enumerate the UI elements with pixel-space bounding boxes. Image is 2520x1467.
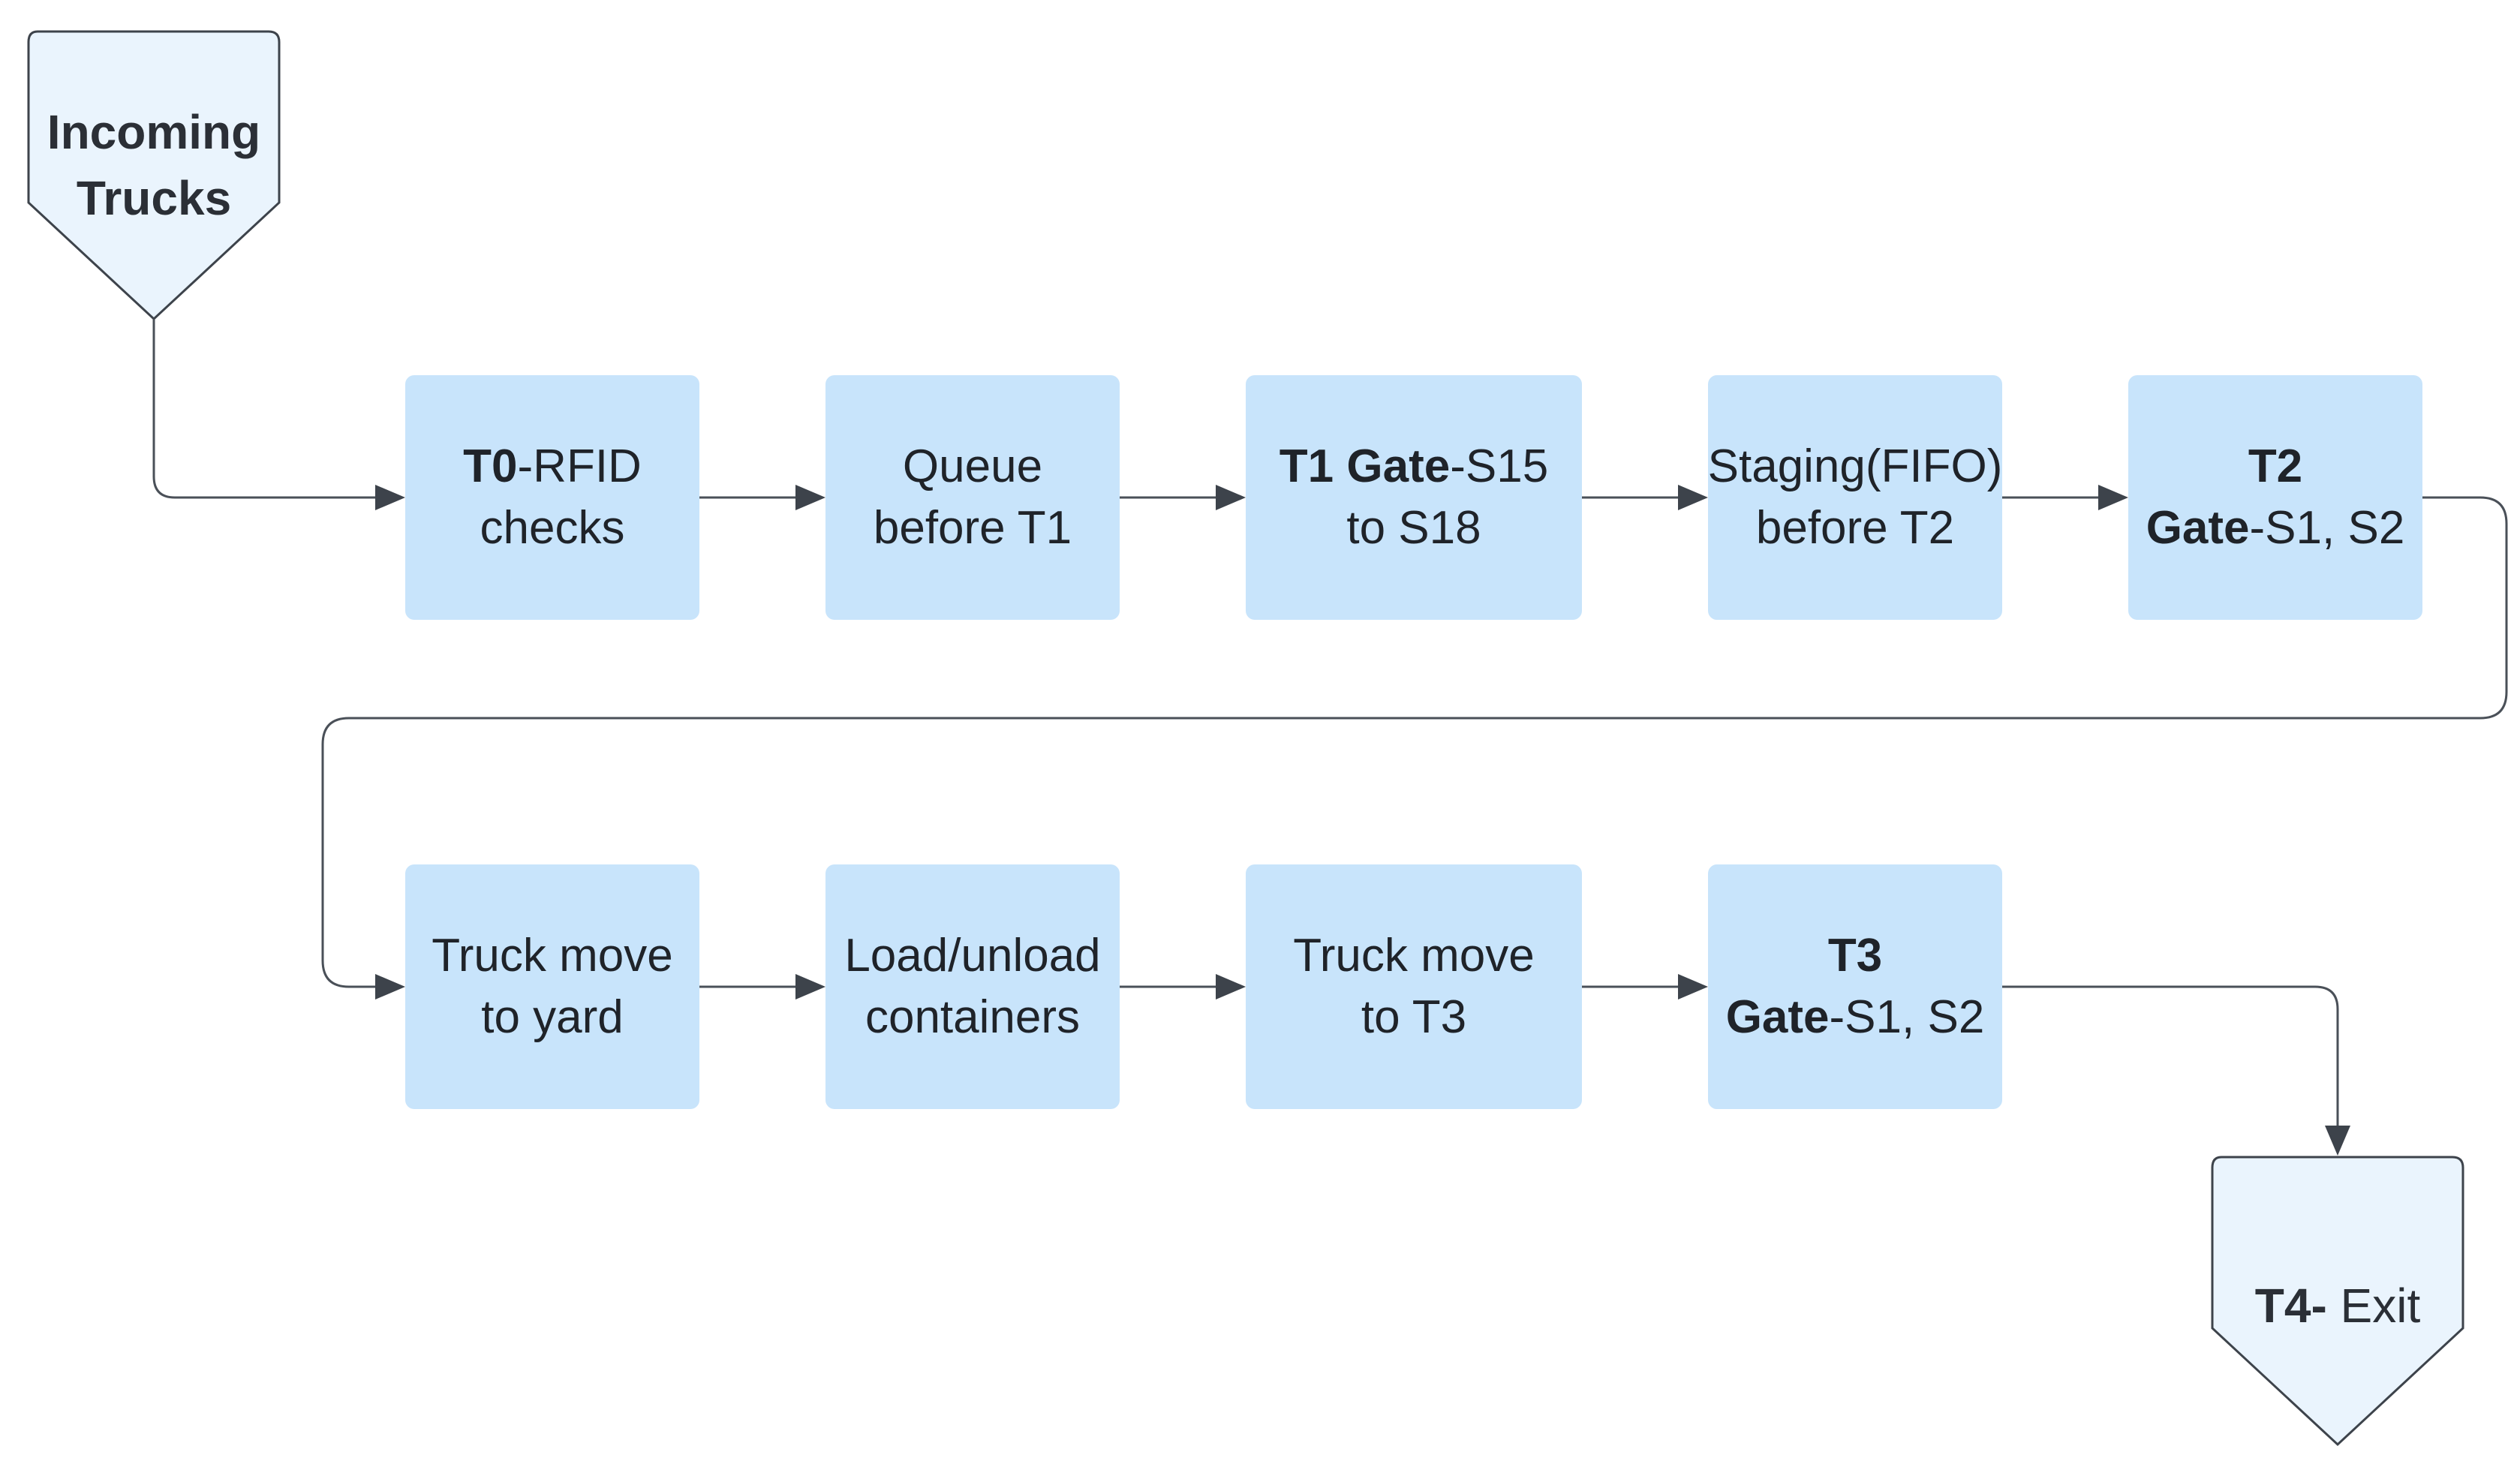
arrowhead [2325, 1126, 2350, 1156]
process-box-t3-gate: T3 Gate-S1, S2 [1708, 864, 2002, 1109]
arrowhead [795, 485, 825, 510]
box-text: -S1, S2 [2249, 502, 2405, 554]
box-bold-text: T3 [1827, 930, 1883, 982]
end-node-label: T4- Exit [2212, 1216, 2463, 1396]
start-node-label: Incoming Trucks [29, 75, 279, 255]
process-box-truck-move-to-yard: Truck move to yard [405, 864, 699, 1109]
connector-wrap-row1-to-row2 [321, 496, 2508, 988]
box-text: to yard [481, 991, 624, 1043]
arrowhead [2098, 485, 2128, 510]
box-bold-text: T1 Gate [1279, 440, 1451, 492]
box-text: to T3 [1361, 991, 1467, 1043]
end-node-text: Exit [2326, 1279, 2421, 1333]
box-text: checks [480, 502, 625, 554]
process-box-t1-gate: T1 Gate-S15 to S18 [1246, 375, 1582, 620]
arrowhead [1678, 485, 1708, 510]
start-terminal-shape [27, 30, 281, 321]
start-node-line1: Incoming [47, 105, 261, 159]
box-text: before T2 [1755, 502, 1955, 554]
connector-start-to-t0 [152, 319, 390, 499]
box-text: Truck move [1293, 930, 1535, 982]
box-text: before T1 [873, 502, 1072, 554]
box-bold-text: Gate [1725, 991, 1830, 1043]
process-box-staging-fifo: Staging(FIFO) before T2 [1708, 375, 2002, 620]
box-text: Staging(FIFO) [1707, 440, 2003, 492]
box-bold-text: T2 [2248, 440, 2303, 492]
arrowhead [1216, 485, 1246, 510]
process-box-t2-gate: T2 Gate-S1, S2 [2128, 375, 2422, 620]
box-bold-text: Gate [2146, 502, 2250, 554]
start-node-line2: Trucks [76, 171, 232, 225]
box-text: Queue [902, 440, 1043, 492]
box-text: to S18 [1346, 502, 1481, 554]
box-text: Truck move [432, 930, 673, 982]
end-terminal-shape [2211, 1156, 2464, 1447]
box-text: containers [865, 991, 1081, 1043]
arrowhead [375, 974, 405, 1000]
arrowhead [1216, 974, 1246, 1000]
arrowhead [795, 974, 825, 1000]
box-text: -S15 [1450, 440, 1549, 492]
process-box-queue-before-t1: Queue before T1 [825, 375, 1120, 620]
box-text: Load/unload [844, 930, 1101, 982]
process-box-load-unload: Load/unload containers [825, 864, 1120, 1109]
connector-t3-to-exit [2002, 985, 2339, 1126]
arrowhead [375, 485, 405, 510]
process-box-truck-move-to-t3: Truck move to T3 [1246, 864, 1582, 1109]
box-text: -RFID [517, 440, 642, 492]
arrowhead [1678, 974, 1708, 1000]
box-bold-text: T0 [463, 440, 518, 492]
process-box-t0-rfid: T0-RFID checks [405, 375, 699, 620]
end-node-bold: T4- [2254, 1279, 2327, 1333]
box-text: -S1, S2 [1829, 991, 1985, 1043]
